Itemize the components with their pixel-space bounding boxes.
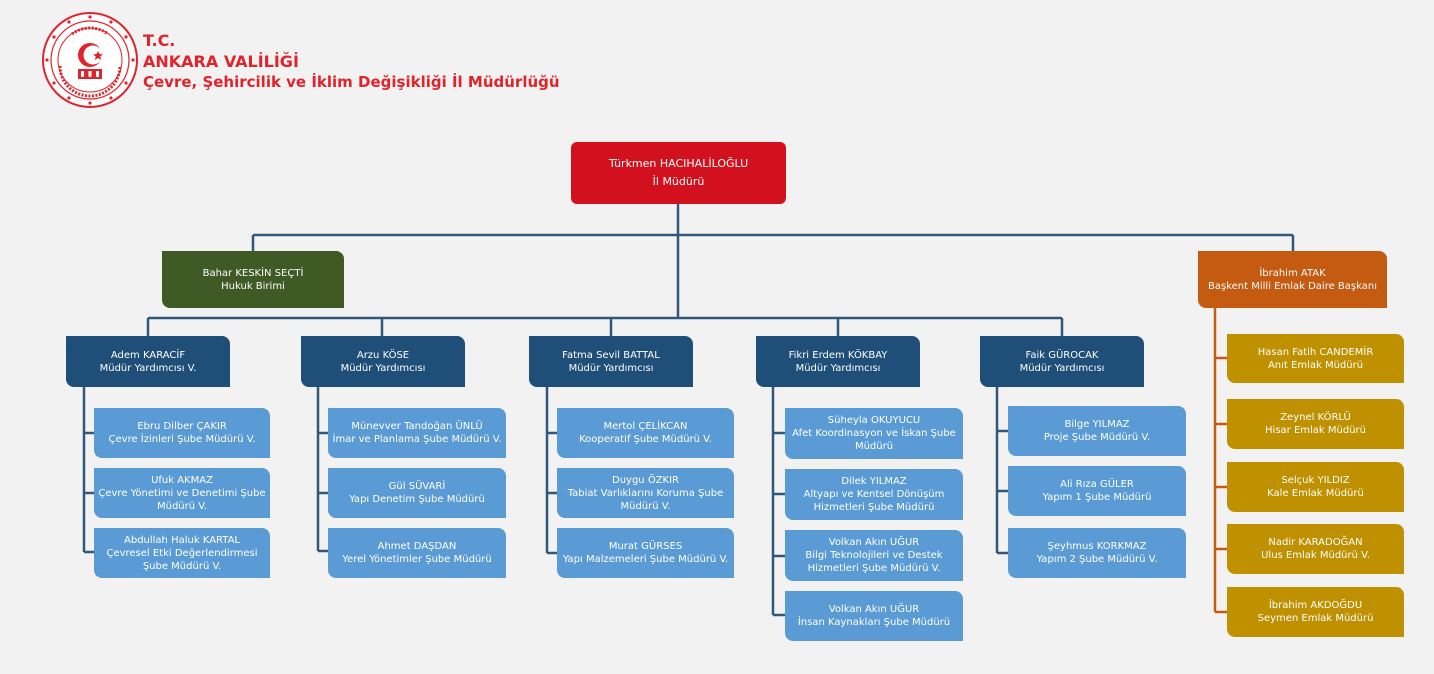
- unit-name: Murat GÜRSES: [608, 541, 683, 552]
- unit-box: Murat GÜRSES Yapı Malzemeleri Şube Müdür…: [557, 528, 734, 578]
- deputy-box: Fatma Sevil BATTAL Müdür Yardımcısı: [529, 336, 693, 387]
- unit-name: Münevver Tandoğan ÜNLÜ: [351, 421, 483, 432]
- deputy-title: Müdür Yardımcısı: [340, 362, 426, 374]
- unit-box: Ebru Dilber ÇAKIR Çevre İzinleri Şube Mü…: [94, 408, 270, 458]
- unit-name: Volkan Akın UĞUR: [828, 604, 920, 615]
- unit-box: Mertol ÇELİKCAN Kooperatif Şube Müdürü V…: [557, 408, 734, 458]
- header-line-1: T.C.: [143, 31, 176, 50]
- unit-box: Abdullah Haluk KARTAL Çevresel Etki Değe…: [94, 528, 270, 578]
- emlak-head-box: İbrahim ATAK Başkent Milli Emlak Daire B…: [1198, 251, 1387, 308]
- legal-unit-box: Bahar KESKİN SEÇTİ Hukuk Birimi: [162, 251, 344, 308]
- unit-title: Yapı Denetim Şube Müdürü: [349, 494, 485, 505]
- emlak-unit-name: Hasan Fatih CANDEMİR: [1257, 346, 1374, 358]
- unit-title: Proje Şube Müdürü V.: [1043, 432, 1151, 443]
- unit-title: Yapım 1 Şube Müdürü: [1042, 492, 1152, 503]
- unit-box: Şeyhmus KORKMAZ Yapım 2 Şube Müdürü V.: [1008, 528, 1186, 578]
- unit-box: Ufuk AKMAZ Çevre Yönetimi ve Denetimi Şu…: [94, 468, 270, 518]
- deputy-title: Müdür Yardımcısı V.: [99, 362, 197, 374]
- unit-title: Yapım 2 Şube Müdürü V.: [1036, 554, 1158, 565]
- deputy-name: Fatma Sevil BATTAL: [562, 349, 660, 361]
- unit-name: Ebru Dilber ÇAKIR: [137, 421, 227, 432]
- emlak-unit-title: Anıt Emlak Müdürü: [1267, 359, 1364, 371]
- unit-box: Münevver Tandoğan ÜNLÜ İmar ve Planlama …: [328, 408, 506, 458]
- emlak-unit-name: Nadir KARADOĞAN: [1268, 537, 1363, 548]
- emlak-unit-title: Hisar Emlak Müdürü: [1265, 425, 1366, 436]
- unit-box: Duygu ÖZKIR Tabiat Varlıklarını Koruma Ş…: [557, 468, 734, 518]
- deputy-box: Arzu KÖSE Müdür Yardımcısı: [301, 336, 465, 387]
- unit-title: İnsan Kaynakları Şube Müdürü: [797, 617, 951, 628]
- unit-box: Volkan Akın UĞUR Bilgi Teknolojileri ve …: [785, 530, 963, 581]
- legal-unit-title: Hukuk Birimi: [221, 280, 285, 292]
- emlak-unit-name: Selçuk YILDIZ: [1281, 475, 1350, 486]
- unit-box: Gül SÜVARİ Yapı Denetim Şube Müdürü: [328, 468, 506, 518]
- unit-name: Volkan Akın UĞUR: [828, 537, 920, 548]
- unit-title: İmar ve Planlama Şube Müdürü V.: [332, 434, 502, 445]
- deputy-name: Faik GÜROCAK: [1025, 349, 1099, 361]
- unit-title: Altyapı ve Kentsel Dönüşüm Hizmetleri Şu…: [803, 489, 945, 513]
- legal-unit-name: Bahar KESKİN SEÇTİ: [202, 267, 304, 279]
- unit-title: Kooperatif Şube Müdürü V.: [579, 434, 712, 445]
- unit-name: Bilge YILMAZ: [1064, 419, 1130, 430]
- emlak-unit-box: Hasan Fatih CANDEMİR Anıt Emlak Müdürü: [1227, 334, 1404, 383]
- emlak-unit-box: Nadir KARADOĞAN Ulus Emlak Müdürü V.: [1227, 524, 1404, 574]
- unit-box: Volkan Akın UĞUR İnsan Kaynakları Şube M…: [785, 591, 963, 641]
- emlak-unit-name: Zeynel KÖRLÜ: [1280, 412, 1351, 423]
- emlak-unit-box: İbrahim AKDOĞDU Seymen Emlak Müdürü: [1227, 587, 1404, 637]
- emlak-unit-box: Selçuk YILDIZ Kale Emlak Müdürü: [1227, 462, 1404, 512]
- deputy-title: Müdür Yardımcısı: [568, 362, 654, 374]
- emlak-unit-title: Kale Emlak Müdürü: [1267, 488, 1364, 499]
- deputy-name: Arzu KÖSE: [356, 349, 410, 361]
- unit-title: Çevre İzinleri Şube Müdürü V.: [108, 434, 256, 445]
- unit-box: Ahmet DAŞDAN Yerel Yönetimler Şube Müdür…: [328, 528, 506, 578]
- unit-name: Şeyhmus KORKMAZ: [1047, 541, 1147, 552]
- deputy-name: Fikri Erdem KÖKBAY: [788, 349, 888, 361]
- unit-name: Dilek YILMAZ: [841, 476, 907, 487]
- deputy-title: Müdür Yardımcısı: [1019, 362, 1105, 374]
- emlak-head-name: İbrahim ATAK: [1259, 267, 1326, 279]
- unit-box: Ali Rıza GÜLER Yapım 1 Şube Müdürü: [1008, 466, 1186, 516]
- unit-name: Abdullah Haluk KARTAL: [124, 534, 240, 546]
- director-name: Türkmen HACIHALİLOĞLU: [608, 157, 749, 170]
- unit-name: Süheyla OKUYUCU: [827, 415, 921, 426]
- unit-name: Duygu ÖZKIR: [612, 474, 679, 486]
- unit-box: Bilge YILMAZ Proje Şube Müdürü V.: [1008, 406, 1186, 456]
- unit-title: Tabiat Varlıklarını Koruma Şube Müdürü V…: [567, 487, 724, 512]
- deputy-name: Adem KARACİF: [110, 349, 186, 361]
- deputy-box: Fikri Erdem KÖKBAY Müdür Yardımcısı: [756, 336, 920, 387]
- unit-name: Ufuk AKMAZ: [151, 474, 213, 486]
- unit-title: Çevresel Etki Değerlendirmesi Şube Müdür…: [106, 547, 258, 572]
- unit-title: Afet Koordinasyon ve İskan Şube Müdürü: [792, 428, 956, 452]
- unit-name: Gül SÜVARİ: [388, 481, 446, 492]
- unit-title: Yapı Malzemeleri Şube Müdürü V.: [562, 554, 729, 565]
- unit-box: Dilek YILMAZ Altyapı ve Kentsel Dönüşüm …: [785, 469, 963, 520]
- unit-box: Süheyla OKUYUCU Afet Koordinasyon ve İsk…: [785, 408, 963, 459]
- ministry-seal-logo: [42, 12, 138, 108]
- unit-title: Çevre Yönetimi ve Denetimi Şube Müdürü V…: [98, 487, 266, 512]
- emlak-head-title: Başkent Milli Emlak Daire Başkanı: [1208, 280, 1377, 292]
- header-line-3: Çevre, Şehircilik ve İklim Değişikliği İ…: [143, 73, 560, 91]
- deputy-box: Adem KARACİF Müdür Yardımcısı V.: [66, 336, 230, 387]
- deputy-title: Müdür Yardımcısı: [795, 362, 881, 374]
- unit-name: Ahmet DAŞDAN: [377, 541, 457, 552]
- director-box: Türkmen HACIHALİLOĞLU İl Müdürü: [571, 142, 786, 204]
- unit-title: Yerel Yönetimler Şube Müdürü: [342, 554, 492, 565]
- emlak-unit-box: Zeynel KÖRLÜ Hisar Emlak Müdürü: [1227, 399, 1404, 449]
- director-title: İl Müdürü: [652, 175, 705, 188]
- emlak-unit-title: Seymen Emlak Müdürü: [1257, 613, 1374, 624]
- unit-name: Mertol ÇELİKCAN: [603, 421, 688, 432]
- unit-name: Ali Rıza GÜLER: [1060, 479, 1134, 490]
- emlak-unit-title: Ulus Emlak Müdürü V.: [1261, 550, 1370, 561]
- unit-title: Bilgi Teknolojileri ve Destek Hizmetleri…: [805, 550, 943, 574]
- deputy-box: Faik GÜROCAK Müdür Yardımcısı: [980, 336, 1144, 387]
- header-line-2: ANKARA VALİLİĞİ: [143, 52, 299, 71]
- emlak-unit-name: İbrahim AKDOĞDU: [1268, 600, 1363, 611]
